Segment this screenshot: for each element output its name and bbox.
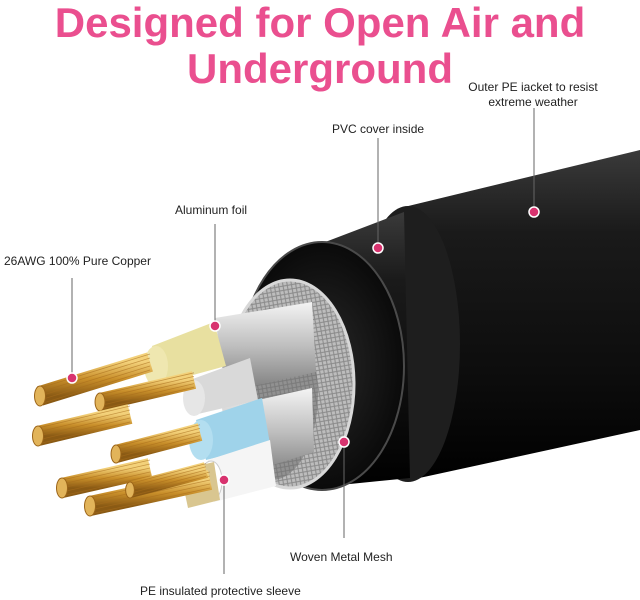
label-outer-jacket-line2: extreme weather: [488, 95, 578, 109]
copper-strand: [39, 353, 151, 389]
copper-strand: [129, 463, 207, 484]
copper-strand: [115, 431, 201, 455]
copper-strand: [61, 475, 151, 497]
copper-strand: [99, 386, 195, 410]
copper-strand: [61, 459, 151, 481]
copper-conductors: [32, 352, 213, 517]
copper-strand: [37, 413, 131, 437]
copper-strand: [129, 472, 207, 494]
copper-strand: [39, 369, 151, 405]
copper-strand: [39, 365, 151, 401]
headline-line-1: Designed for Open Air and: [54, 0, 586, 46]
marker-outer-jacket: [528, 206, 540, 218]
label-pe-sleeve: PE insulated protective sleeve: [140, 584, 301, 598]
callout-markers: [66, 206, 540, 486]
copper-strand: [37, 409, 131, 433]
copper-wire-end: [110, 444, 122, 464]
marker-pe-sleeve: [218, 474, 230, 486]
copper-strand: [89, 483, 211, 511]
copper-strand: [61, 463, 151, 485]
copper-strand: [115, 424, 201, 448]
label-outer-jacket-line1: Outer PE iacket to resist: [468, 80, 598, 94]
copper-strand: [61, 467, 151, 489]
copper-wire-end: [94, 392, 106, 412]
copper-wire-end: [34, 385, 46, 407]
marker-aluminum-foil: [209, 320, 221, 332]
label-pvc-cover: PVC cover inside: [332, 122, 425, 136]
copper-wire-end: [125, 481, 135, 499]
copper-strand: [129, 466, 207, 488]
copper-strand: [37, 421, 131, 445]
label-aluminum-foil: Aluminum foil: [175, 203, 248, 217]
copper-strand: [39, 361, 151, 397]
copper-wire-end: [56, 477, 68, 499]
copper-strand: [37, 417, 131, 441]
label-copper: 26AWG 100% Pure Copper: [4, 254, 151, 268]
copper-strand: [115, 438, 201, 462]
headline-line-2: Underground: [187, 45, 453, 92]
copper-strand: [129, 476, 207, 497]
leader-lines: [71, 108, 535, 574]
copper-strand: [115, 435, 201, 458]
label-outer-jacket: Outer PE iacket to resist extreme weathe…: [458, 80, 608, 110]
copper-strand: [129, 469, 207, 491]
copper-strand: [99, 379, 195, 403]
copper-wire-end: [32, 425, 44, 447]
copper-strand: [115, 428, 201, 451]
copper-strand: [39, 357, 151, 393]
marker-woven-mesh: [338, 436, 350, 448]
copper-strand: [89, 487, 211, 515]
label-woven-mesh: Woven Metal Mesh: [290, 550, 393, 564]
marker-pvc-cover: [372, 242, 384, 254]
copper-strand: [99, 372, 195, 396]
copper-strand: [99, 376, 195, 399]
copper-strand: [37, 405, 131, 429]
marker-copper: [66, 372, 78, 384]
copper-wire-end: [84, 495, 96, 517]
copper-strand: [61, 471, 151, 493]
copper-strand: [99, 383, 195, 406]
